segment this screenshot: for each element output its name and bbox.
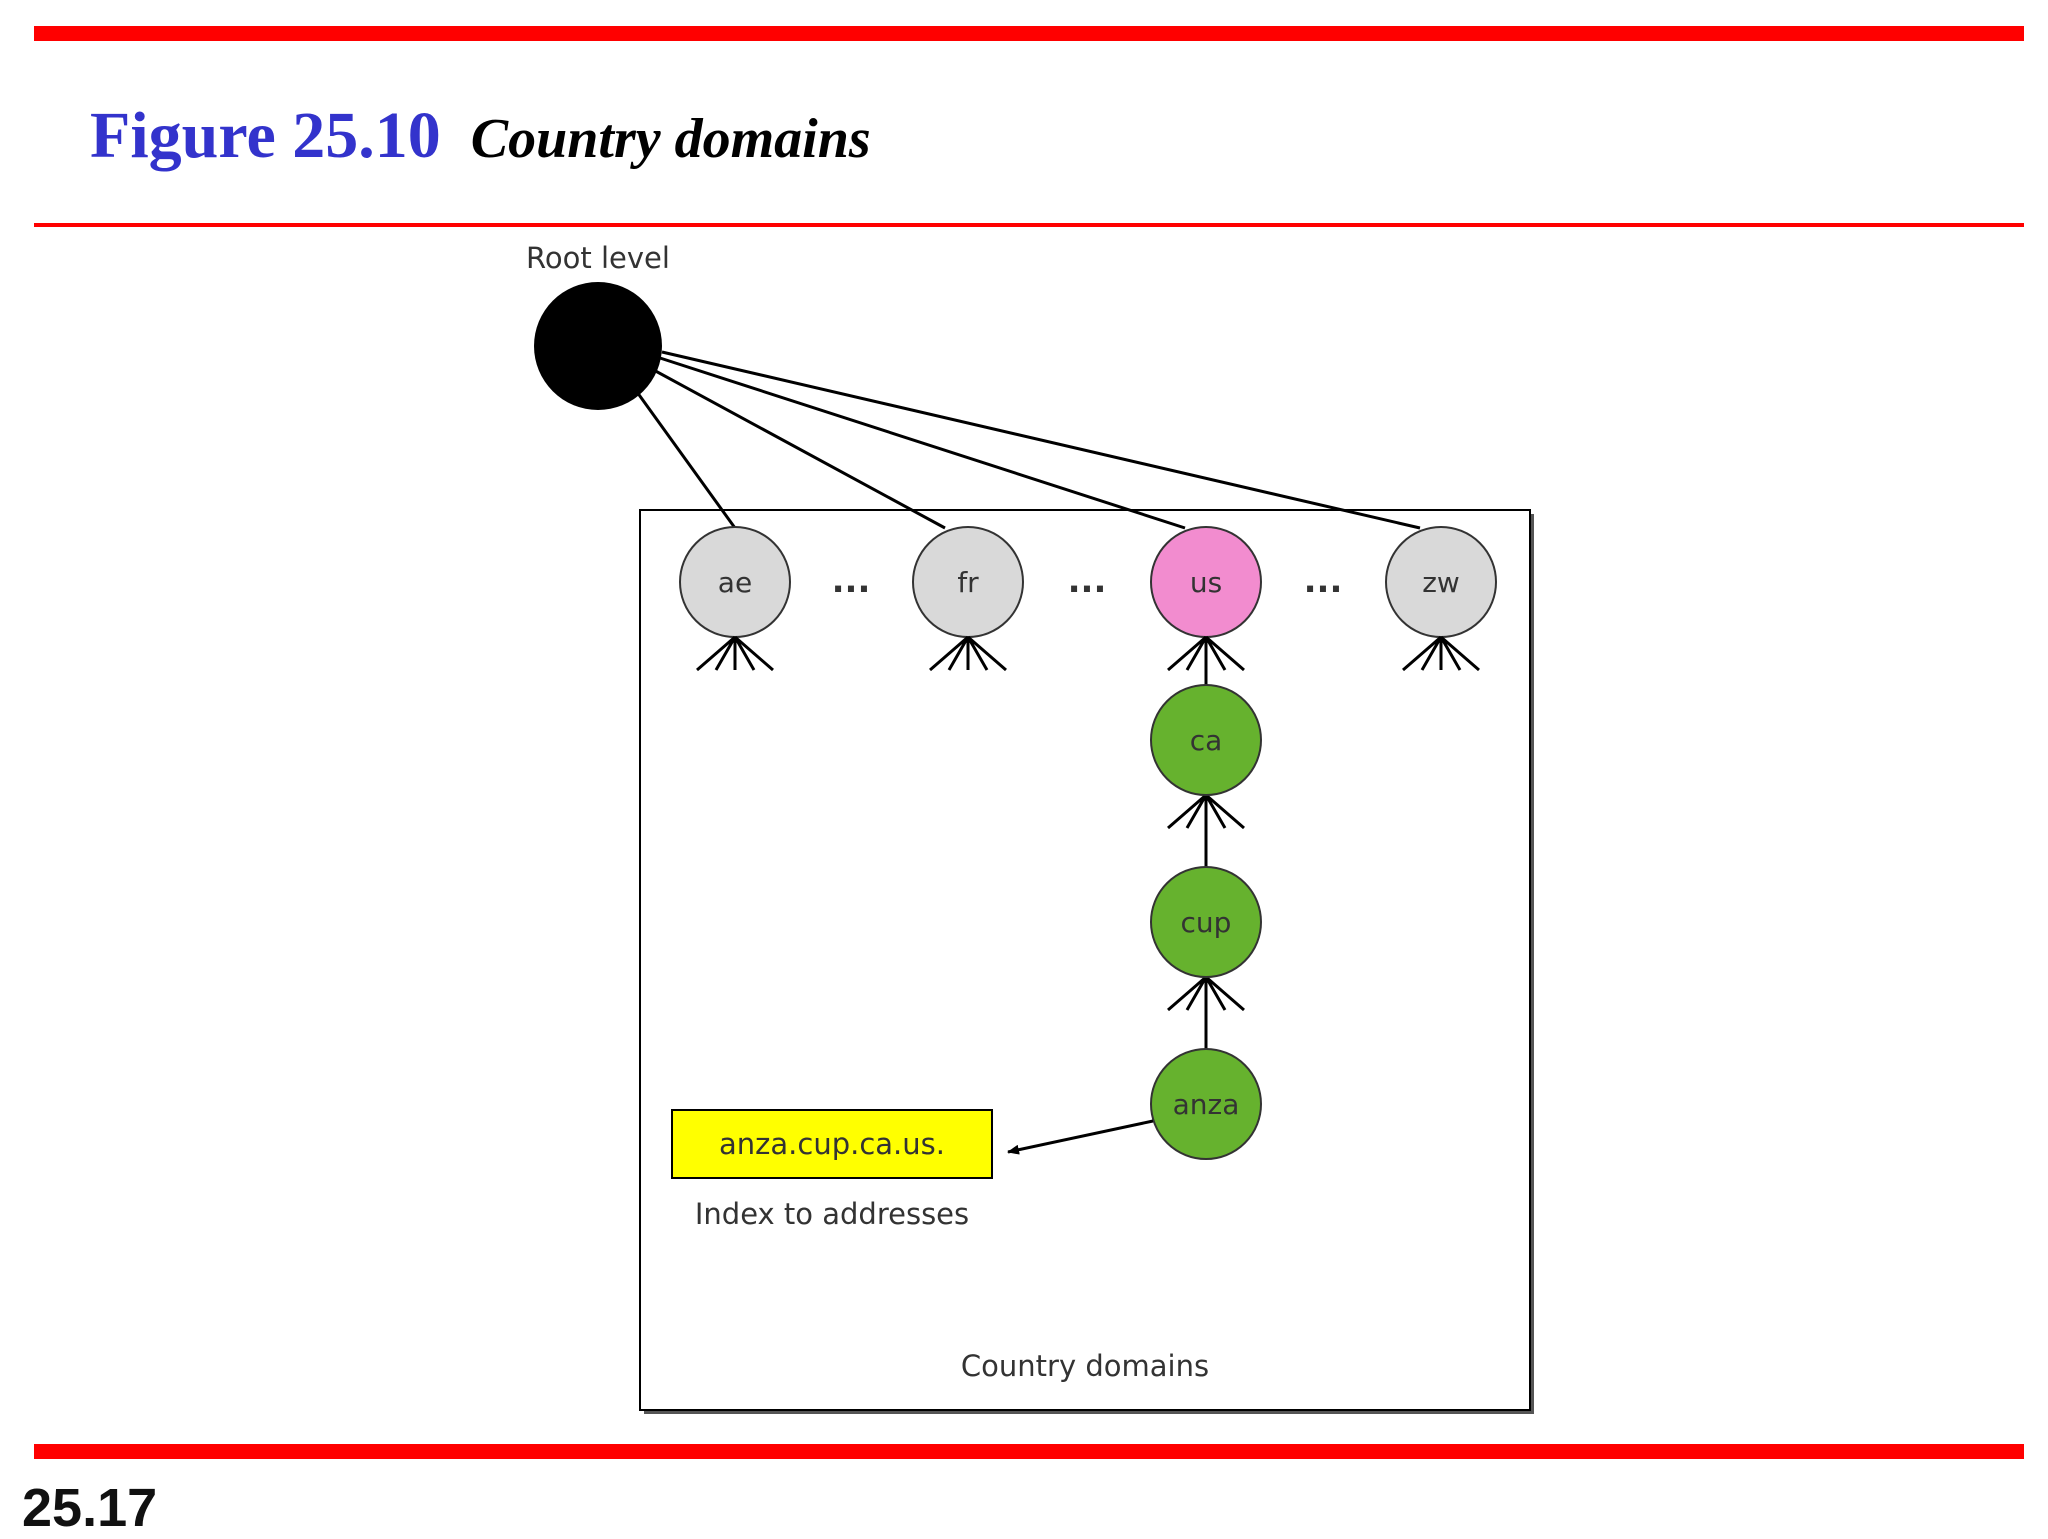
- country-domains-box: [639, 509, 1531, 1411]
- figure-title: Country domains: [470, 108, 871, 170]
- branch-stub-us: [1167, 635, 1245, 672]
- branch-stub-cup: [1167, 975, 1245, 1012]
- root-link-fr: [649, 366, 946, 530]
- index-box-text: anza.cup.ca.us.: [719, 1127, 945, 1161]
- ellipsis-2: ...: [1068, 561, 1107, 601]
- root-link-zw: [661, 350, 1421, 530]
- branch-stub-fr: [929, 635, 1007, 672]
- index-box: [671, 1109, 993, 1179]
- node-us-label: us: [1190, 566, 1222, 599]
- ellipsis-1: ...: [832, 561, 871, 601]
- child-branch-stubs: [696, 635, 1480, 1050]
- page-number: 25.17: [22, 1478, 158, 1538]
- root-level-label: Root level: [526, 241, 670, 275]
- node-cup: [1150, 866, 1262, 978]
- slide-title: Figure 25.10 Country domains: [90, 98, 871, 174]
- bottom-accent-bar: [34, 1444, 2024, 1459]
- root-node: [534, 282, 662, 410]
- root-links: [635, 350, 1421, 530]
- node-anza-label: anza: [1173, 1088, 1240, 1121]
- branch-stub-ca: [1167, 793, 1245, 830]
- root-link-ae: [635, 391, 737, 529]
- index-caption: Index to addresses: [695, 1197, 969, 1231]
- ellipsis-3: ...: [1304, 561, 1343, 601]
- branch-stub-zw: [1402, 635, 1480, 672]
- node-ae-label: ae: [718, 566, 752, 599]
- node-ca: [1150, 684, 1262, 796]
- node-ca-label: ca: [1190, 724, 1223, 757]
- figure-number: Figure 25.10: [90, 99, 441, 172]
- node-zw-label: zw: [1422, 566, 1460, 599]
- index-arrow: [1007, 1119, 1154, 1155]
- node-fr-label: fr: [957, 566, 979, 599]
- branch-stub-ae: [696, 635, 774, 672]
- country-domains-caption: Country domains: [961, 1349, 1209, 1383]
- title-divider: [34, 223, 2024, 227]
- root-link-us: [659, 356, 1186, 530]
- node-anza: [1150, 1048, 1262, 1160]
- node-cup-label: cup: [1181, 906, 1232, 939]
- top-accent-bar: [34, 26, 2024, 41]
